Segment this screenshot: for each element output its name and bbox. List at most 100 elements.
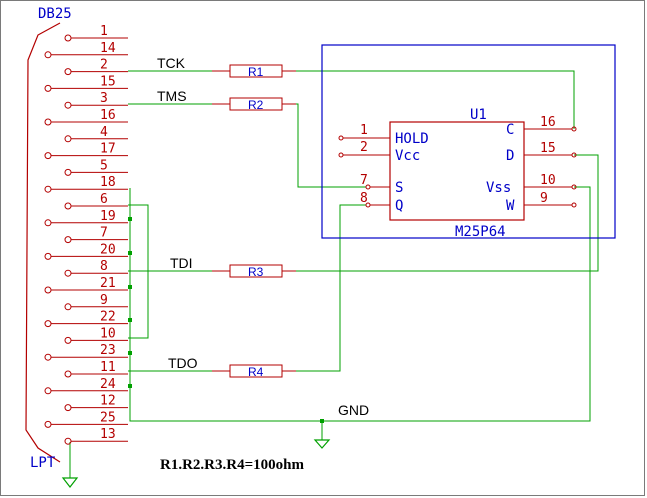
connector-pin-hole	[44, 387, 52, 395]
connector-pin-number: 5	[100, 158, 108, 173]
connector-pin-number: 1	[100, 24, 108, 39]
connector-pin-number: 23	[100, 343, 116, 358]
connector-pin-hole	[64, 336, 72, 344]
ground-symbol-left	[61, 477, 79, 488]
svg-text:8: 8	[360, 191, 368, 206]
chip-pin-c: C	[506, 122, 514, 138]
connector-pin-hole	[44, 152, 52, 160]
db25-connector-body	[25, 22, 61, 463]
wire-tms-to-s	[282, 103, 366, 188]
connector-pin-hole	[64, 370, 72, 378]
chip-pin-w: W	[506, 198, 515, 214]
resistor-r2	[229, 97, 283, 111]
connector-pin-number: 20	[100, 242, 116, 257]
svg-text:7: 7	[360, 173, 368, 188]
svg-text:16: 16	[540, 115, 556, 130]
connector-pin-hole	[44, 420, 52, 428]
wire-tdi-to-d	[282, 154, 599, 272]
connector-pin-number: 10	[100, 326, 116, 341]
connector-pin-hole	[64, 236, 72, 244]
resistor-r3-label: R3	[248, 265, 264, 279]
ground-symbol-bottom	[313, 439, 331, 449]
junctions	[128, 217, 324, 423]
connector-pin-hole	[44, 118, 52, 126]
connector-pin-number: 22	[100, 310, 116, 325]
chip-pin-q: Q	[395, 198, 403, 214]
chip-body	[389, 121, 525, 221]
connector-pin-number: 25	[100, 410, 116, 425]
net-label-tdi: TDI	[170, 255, 193, 271]
connector-pin-number: 7	[100, 226, 108, 241]
connector-pin-number: 14	[100, 41, 116, 56]
chip-left-pins: 1 HOLD 2 Vcc 7 S 8 Q	[338, 123, 429, 214]
chip-part: M25P64	[455, 224, 506, 240]
resistor-r1-label: R1	[248, 65, 264, 79]
svg-text:10: 10	[540, 173, 556, 188]
resistor-value-note: R1.R2.R3.R4=100ohm	[160, 457, 304, 473]
connector-pin-number: 8	[100, 259, 108, 274]
resistors: R1 R2 R3 R4	[212, 64, 296, 379]
svg-text:9: 9	[540, 191, 548, 206]
wire-pin6-loop	[128, 204, 149, 339]
connector-pin-hole	[64, 202, 72, 210]
connector-pin-number: 24	[100, 377, 116, 392]
connector-pin-hole	[44, 51, 52, 59]
connector-pin-hole	[44, 353, 52, 361]
wire-tck-to-c	[282, 70, 575, 129]
wire-gnd-bus	[129, 186, 591, 422]
connector-pin-number: 4	[100, 125, 108, 140]
connector-pin-hole	[64, 269, 72, 277]
connector-pin-hole	[64, 168, 72, 176]
connector-pin-number: 18	[100, 175, 116, 190]
connector-pin-hole	[64, 34, 72, 42]
wiring	[128, 70, 599, 440]
connector-pin-hole	[44, 286, 52, 294]
resistor-r3	[229, 264, 283, 278]
net-label-gnd: GND	[338, 402, 369, 418]
connector-pin-hole	[64, 135, 72, 143]
connector-label: LPT	[30, 455, 56, 471]
connector-pin-hole	[44, 84, 52, 92]
connector-pin-number: 13	[100, 427, 116, 442]
connector-pin-number: 2	[100, 58, 108, 73]
net-label-tms: TMS	[157, 88, 187, 104]
chip-pin-s: S	[395, 180, 403, 196]
connector-pin-number: 17	[100, 142, 116, 157]
connector-pin-hole	[44, 219, 52, 227]
resistor-r4-label: R4	[248, 365, 264, 379]
net-label-tck: TCK	[157, 55, 186, 71]
connector-pin-hole	[64, 68, 72, 76]
chip-right-pins: 16 C 15 D 10 Vss 9 W	[486, 115, 577, 214]
chip-pin-vss: Vss	[486, 180, 511, 196]
connector-pin-hole	[44, 320, 52, 328]
svg-text:15: 15	[540, 141, 556, 156]
resistor-r4	[229, 364, 283, 378]
svg-text:1: 1	[360, 123, 368, 138]
connector-pin-number: 16	[100, 108, 116, 123]
connector-pin-hole	[64, 404, 72, 412]
resistor-r2-label: R2	[248, 98, 264, 112]
connector-pin-number: 3	[100, 91, 108, 106]
connector-pin-number: 19	[100, 209, 116, 224]
connector-pin-hole	[64, 101, 72, 109]
chip-pin-vcc: Vcc	[395, 148, 420, 164]
connector-pin-number: 12	[100, 394, 116, 409]
chip-pin-d: D	[506, 148, 514, 164]
connector-pin-number: 6	[100, 192, 108, 207]
net-label-tdo: TDO	[168, 355, 198, 371]
connector-pin-hole	[44, 185, 52, 193]
connector-pin-number: 15	[100, 74, 116, 89]
chip-ref: U1	[470, 107, 487, 123]
connector-pin-number: 21	[100, 276, 116, 291]
chip-pin-hold: HOLD	[395, 131, 429, 147]
resistor-r1	[229, 64, 283, 78]
chip-outer-box	[321, 44, 616, 239]
connector-pin-hole	[64, 437, 72, 445]
connector-pin-number: 9	[100, 293, 108, 308]
connector-pin-number: 11	[100, 360, 116, 375]
svg-text:2: 2	[360, 140, 368, 155]
connector-pin-hole	[44, 252, 52, 260]
connector-pin-hole	[64, 303, 72, 311]
